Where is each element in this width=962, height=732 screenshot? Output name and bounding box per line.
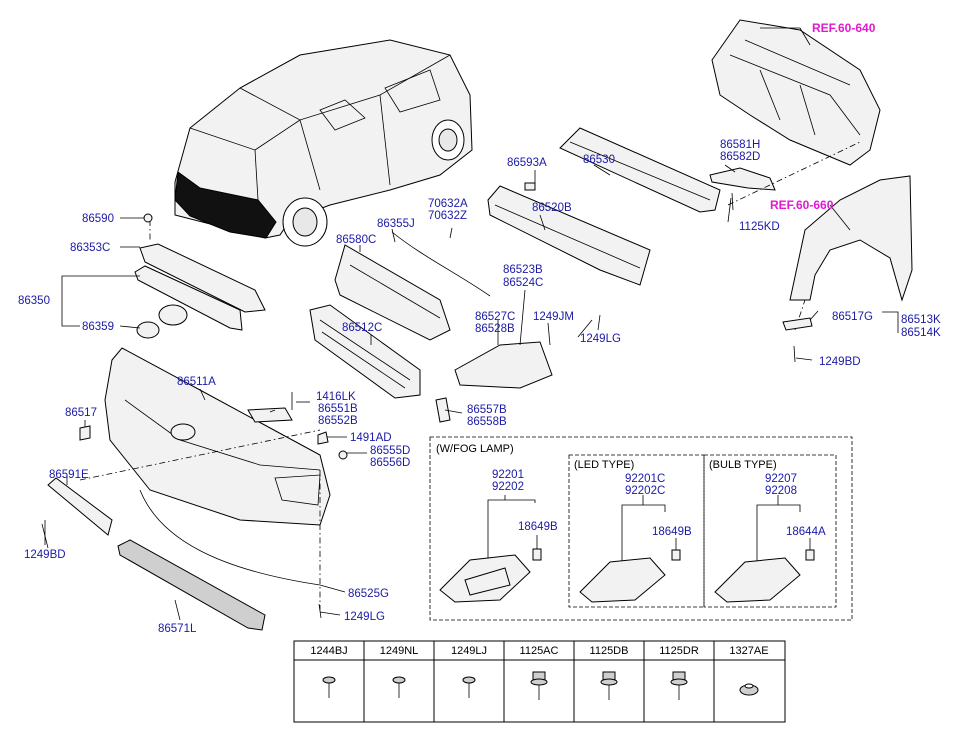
label-86524C: 86524C — [503, 277, 543, 289]
label-86558B: 86558B — [467, 416, 507, 428]
fastener-icons — [322, 671, 759, 700]
fastener-header: 1249NL — [380, 645, 419, 657]
bolt-icon — [670, 671, 688, 700]
front-bumper-part — [104, 347, 331, 526]
label-86557B: 86557B — [467, 404, 507, 416]
energy-absorber-part — [487, 185, 651, 286]
radiator-grille-part — [134, 243, 266, 339]
label-1249JM: 1249JM — [533, 311, 574, 323]
label-86359: 86359 — [82, 321, 114, 333]
label-86552B: 86552B — [318, 415, 358, 427]
bulb-type-header: (BULB TYPE) — [709, 459, 777, 471]
label-1249BD-left: 1249BD — [24, 549, 66, 561]
ref-label-60-640: REF.60-640 — [812, 21, 876, 35]
label-86582D: 86582D — [720, 151, 760, 163]
fog-lamp-box — [429, 436, 853, 621]
label-1416LK: 1416LK — [316, 391, 356, 403]
label-1125KD: 1125KD — [739, 221, 780, 233]
fastener-header: 1327AE — [729, 645, 768, 657]
ref-label-60-660: REF.60-660 — [770, 198, 834, 212]
car-illustration — [174, 39, 473, 247]
radiator-support-part — [711, 19, 881, 166]
label-1249LG: 1249LG — [580, 333, 621, 345]
label-86512C: 86512C — [342, 322, 382, 334]
bumper-lip-part — [139, 489, 321, 586]
bolt-icon — [600, 671, 618, 700]
label-86555D: 86555D — [370, 445, 410, 457]
fastener-table — [293, 640, 786, 723]
fog-lamp-header: (W/FOG LAMP) — [436, 443, 514, 455]
label-86581H: 86581H — [720, 139, 760, 151]
label-92207: 92207 — [765, 473, 797, 485]
label-86517G: 86517G — [832, 311, 873, 323]
label-86556D: 86556D — [370, 457, 410, 469]
label-86593A: 86593A — [507, 157, 547, 169]
part-labels: 86590 86353C 86350 86359 86355J 70632A 7… — [18, 21, 941, 635]
label-92202C: 92202C — [625, 485, 665, 497]
fastener-header: 1125DB — [590, 645, 629, 657]
label-1249BD-right: 1249BD — [819, 356, 861, 368]
label-86591E: 86591E — [49, 469, 89, 481]
fastener-marks — [41, 182, 813, 619]
label-92201C: 92201C — [625, 473, 665, 485]
nut-icon — [739, 683, 759, 696]
label-86580C: 86580C — [336, 234, 376, 246]
fastener-header: 1125DR — [659, 645, 699, 657]
label-92202: 92202 — [492, 481, 524, 493]
label-86527C: 86527C — [475, 311, 515, 323]
fastener-table-headers: 1244BJ 1249NL 1249LJ 1125AC 1125DB 1125D… — [310, 645, 768, 657]
label-86551B: 86551B — [318, 403, 358, 415]
label-1249LG-bottom: 1249LG — [344, 611, 385, 623]
led-type-header: (LED TYPE) — [574, 459, 634, 471]
skid-plate-part — [117, 539, 266, 631]
label-18649B-led: 18649B — [652, 526, 692, 538]
bolt-icon — [530, 671, 548, 700]
label-86517: 86517 — [65, 407, 97, 419]
label-86571L: 86571L — [158, 623, 197, 635]
label-86514K: 86514K — [901, 327, 941, 339]
label-86520B: 86520B — [532, 202, 572, 214]
fender-part — [789, 175, 913, 302]
label-1491AD: 1491AD — [350, 432, 392, 444]
label-86355J: 86355J — [377, 218, 415, 230]
fastener-header: 1249LJ — [451, 645, 487, 657]
grille-bracket-part — [334, 244, 451, 341]
screw-icon — [462, 676, 476, 698]
label-92208: 92208 — [765, 485, 797, 497]
label-70632Z: 70632Z — [428, 210, 467, 222]
label-86528B: 86528B — [475, 323, 515, 335]
fastener-header: 1244BJ — [310, 645, 347, 657]
label-86513K: 86513K — [901, 314, 941, 326]
label-18644A: 18644A — [786, 526, 826, 538]
label-86511A: 86511A — [177, 376, 216, 388]
bumper-bracket-part — [247, 167, 776, 423]
label-92201: 92201 — [492, 469, 524, 481]
license-bracket-part — [47, 477, 113, 536]
lower-grille-part — [309, 304, 421, 399]
screw-icon — [322, 676, 336, 698]
label-86523B: 86523B — [503, 264, 543, 276]
label-86525G: 86525G — [348, 588, 389, 600]
label-86530: 86530 — [583, 154, 615, 166]
label-86353C: 86353C — [70, 242, 110, 254]
label-86590: 86590 — [82, 213, 114, 225]
screw-icon — [392, 676, 406, 698]
label-18649B: 18649B — [518, 521, 558, 533]
wire-clip-part — [391, 231, 491, 297]
label-70632A: 70632A — [428, 198, 468, 210]
bumper-beam-part — [559, 127, 721, 213]
label-86350: 86350 — [18, 295, 50, 307]
fastener-header: 1125AC — [520, 645, 559, 657]
